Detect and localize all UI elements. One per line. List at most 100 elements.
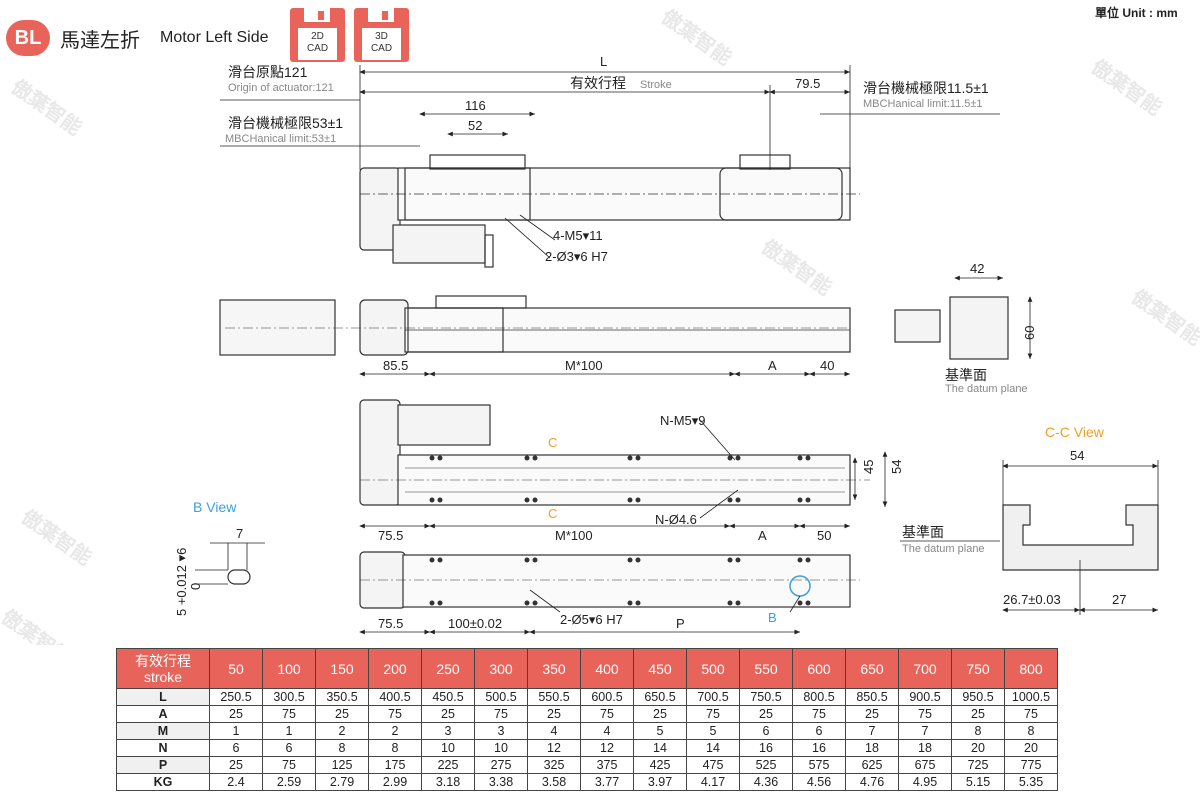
stroke-header-cell: 550	[739, 648, 793, 689]
table-cell: 75	[262, 756, 316, 774]
table-cell: 16	[739, 739, 793, 757]
table-cell: 6	[262, 739, 316, 757]
dim-75-5: 75.5	[378, 528, 403, 543]
stroke-header-cell: 450	[633, 648, 687, 689]
svg-text:傲葉智能: 傲葉智能	[657, 4, 736, 70]
table-cell: 8	[951, 722, 1005, 740]
table-cell: 75	[474, 705, 528, 723]
table-cell: 75	[1004, 705, 1058, 723]
tol-label: 5 +0.012 ▾6	[174, 548, 189, 616]
table-cell: 5	[633, 722, 687, 740]
b-view-detail	[195, 542, 265, 585]
stroke-header-cell: 800	[1004, 648, 1058, 689]
row-label: A	[116, 705, 210, 723]
title-cn: 馬達左折	[60, 28, 140, 52]
table-cell: 3.77	[580, 773, 634, 791]
cad-3d-top: 3D	[375, 31, 388, 42]
stroke-header-cell: 100	[262, 648, 316, 689]
table-cell: 175	[368, 756, 422, 774]
table-cell: 750.5	[739, 688, 793, 706]
table-cell: 425	[633, 756, 687, 774]
table-cell: 25	[951, 705, 1005, 723]
stroke-header-cell: 250	[421, 648, 475, 689]
stroke-header-cell: 500	[686, 648, 740, 689]
bottom-view-2	[359, 551, 860, 609]
table-cell: 2.79	[315, 773, 369, 791]
dim-42: 42	[970, 261, 984, 276]
nm5-label: N-M5▾9	[660, 413, 706, 428]
table-cell: 400.5	[368, 688, 422, 706]
table-cell: 950.5	[951, 688, 1005, 706]
table-cell: 4	[527, 722, 581, 740]
table-cell: 650.5	[633, 688, 687, 706]
c-mark-bottom: C	[548, 506, 557, 521]
table-cell: 575	[792, 756, 846, 774]
table-cell: 5	[686, 722, 740, 740]
a-mid: A	[758, 528, 767, 543]
table-cell: 3.97	[633, 773, 687, 791]
table-cell: 2	[368, 722, 422, 740]
end-view	[894, 275, 1033, 360]
table-cell: 450.5	[421, 688, 475, 706]
pin-2b: 2-Ø5▾6 H7	[560, 612, 623, 627]
table-cell: 4.95	[898, 773, 952, 791]
stroke-header-cell: 300	[474, 648, 528, 689]
bl-badge: BL	[6, 20, 50, 56]
table-cell: 14	[633, 739, 687, 757]
origin-cn: 滑台原點121	[228, 64, 308, 80]
table-cell: 14	[686, 739, 740, 757]
tol-zero: 0	[188, 583, 203, 590]
dim-26-7: 26.7±0.03	[1003, 592, 1061, 607]
bottom-view-1	[359, 399, 870, 506]
side-view	[219, 295, 851, 356]
svg-text:傲葉智能: 傲葉智能	[1087, 54, 1166, 120]
row-label: N	[116, 739, 210, 757]
table-cell: 5.35	[1004, 773, 1058, 791]
table-cell: 7	[845, 722, 899, 740]
table-cell: 325	[527, 756, 581, 774]
stroke-header-cell: 150	[315, 648, 369, 689]
table-cell: 600.5	[580, 688, 634, 706]
table-cell: 25	[209, 756, 263, 774]
n46-label: N-Ø4.6	[655, 512, 697, 527]
table-cell: 12	[527, 739, 581, 757]
table-cell: 3.58	[527, 773, 581, 791]
table-cell: 6	[209, 739, 263, 757]
dim-27: 27	[1112, 592, 1126, 607]
row-label: L	[116, 688, 210, 706]
stroke-en: Stroke	[640, 79, 672, 91]
table-cell: 8	[1004, 722, 1058, 740]
table-cell: 800.5	[792, 688, 846, 706]
table-cell: 775	[1004, 756, 1058, 774]
header-label-en: stroke	[143, 668, 183, 685]
stroke-header-cell: 200	[368, 648, 422, 689]
table-cell: 25	[633, 705, 687, 723]
table-cell: 25	[421, 705, 475, 723]
table-cell: 75	[898, 705, 952, 723]
table-cell: 900.5	[898, 688, 952, 706]
mech-limit-right-en: MBCHanical limit:11.5±1	[863, 98, 983, 110]
table-cell: 4.76	[845, 773, 899, 791]
svg-text:傲葉智能: 傲葉智能	[17, 504, 96, 570]
stroke-header-cell: 750	[951, 648, 1005, 689]
dim-7: 7	[236, 526, 243, 541]
table-cell: 3	[474, 722, 528, 740]
mech-limit-left-cn: 滑台機械極限53±1	[228, 115, 343, 131]
dim-L: L	[600, 54, 607, 69]
table-cell: 4	[580, 722, 634, 740]
table-cell: 25	[527, 705, 581, 723]
table-cell: 75	[262, 705, 316, 723]
table-cell: 3.18	[421, 773, 475, 791]
table-cell: 350.5	[315, 688, 369, 706]
dim-50: 50	[817, 528, 831, 543]
dim-79-5: 79.5	[795, 76, 820, 91]
table-cell: 525	[739, 756, 793, 774]
dim-75-5b: 75.5	[378, 616, 403, 631]
table-cell: 6	[739, 722, 793, 740]
